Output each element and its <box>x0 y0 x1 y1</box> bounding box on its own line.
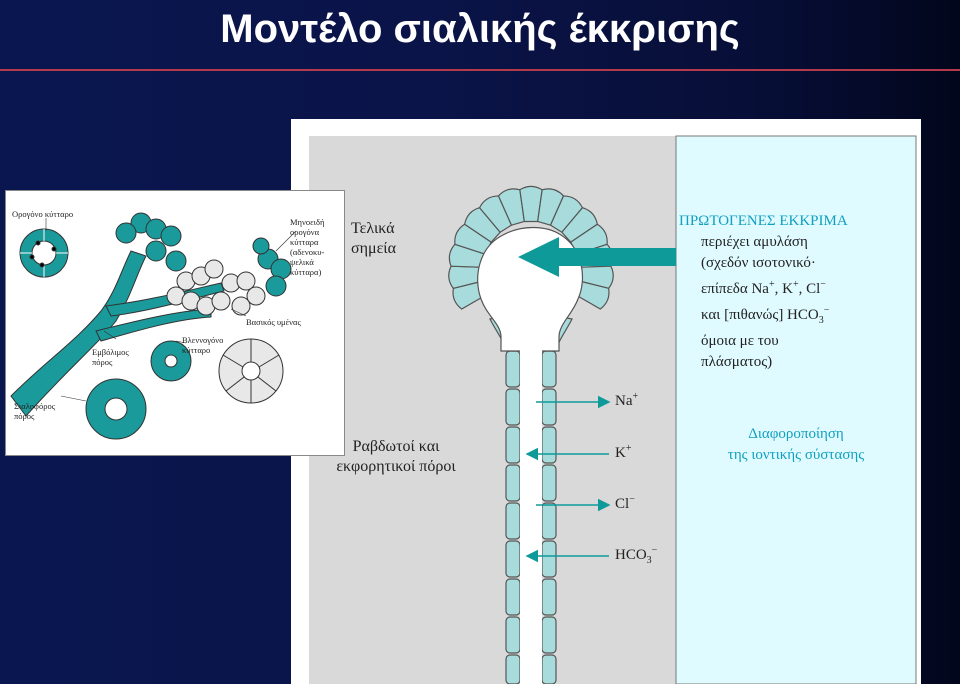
duct-wall-cell-right <box>542 579 556 615</box>
duct-wall-cell-left <box>506 389 520 425</box>
label-basement-membrane: Βασικός υμένας <box>246 317 301 327</box>
duct-wall-cell-left <box>506 351 520 387</box>
duct-wall-cell-left <box>506 655 520 684</box>
primary-secretion-line1: περιέχει αμυλάση <box>679 232 919 253</box>
salivary-gland-histology-inset: Ορογόνο κύτταρο Μηνοειδή ορογόνα κύτταρα… <box>5 190 345 456</box>
duct-wall-cell-left <box>506 465 520 501</box>
duct-wall-cell-right <box>542 351 556 387</box>
differentiation-line1: Διαφοροποίηση <box>676 424 916 445</box>
primary-secretion-line6: πλάσματος) <box>679 352 919 373</box>
label-endpoints-line1: Τελικά <box>351 219 396 239</box>
label-striated-duct: Σιαλοφόρος πόρος <box>14 401 55 421</box>
duct-wall-cell-right <box>542 427 556 463</box>
primary-secretion-line4: και [πιθανώς] HCO3− <box>679 300 919 331</box>
secretion-model-diagram: Τελικά σημεία Ραβδωτοί και εκφορητικοί π… <box>291 119 921 684</box>
duct-wall-cell-right <box>542 389 556 425</box>
duct-wall-cell-right <box>542 503 556 539</box>
acinus-duct-illustration <box>291 119 921 684</box>
label-demilune: Μηνοειδή ορογόνα κύτταρα (αδενοκυ- ψελικ… <box>290 217 324 277</box>
primary-secretion-line3: επίπεδα Na+, K+, Cl− <box>679 274 919 300</box>
differentiation-line2: της ιοντικής σύστασης <box>676 445 916 466</box>
duct-wall-cell-right <box>542 617 556 653</box>
duct-wall-cell-right <box>542 541 556 577</box>
label-mucous-cell: Βλεννογόνο κύτταρο <box>182 335 223 355</box>
duct-wall-cell-right <box>542 465 556 501</box>
primary-secretion-heading: ΠΡΩΤΟΓΕΝΕΣ ΕΚΚΡΙΜΑ <box>679 211 919 232</box>
striated-duct-section <box>86 379 146 439</box>
differentiation-label: Διαφοροποίηση της ιοντικής σύστασης <box>676 424 916 466</box>
primary-secretion-text: ΠΡΩΤΟΓΕΝΕΣ ΕΚΚΡΙΜΑ περιέχει αμυλάση (σχε… <box>679 211 919 373</box>
duct-wall-cell-left <box>506 579 520 615</box>
primary-secretion-line2: (σχεδόν ισοτονικό· <box>679 253 919 274</box>
ion-label: HCO3− <box>615 545 657 566</box>
duct-wall-cell-left <box>506 503 520 539</box>
label-ducts-line2: εκφορητικοί πόροι <box>321 457 471 477</box>
primary-secretion-line5: όμοια με του <box>679 331 919 352</box>
title-divider <box>0 69 960 71</box>
label-intercalated-duct: Εμβόλιμος πόρος <box>92 347 129 367</box>
serous-acinus <box>20 229 68 277</box>
label-endpoints-line2: σημεία <box>351 239 396 259</box>
duct-lumen <box>520 337 542 684</box>
label-serous-cell: Ορογόνο κύτταρο <box>12 209 73 219</box>
mucous-acinus-section <box>219 339 283 403</box>
label-endpoints: Τελικά σημεία <box>351 219 396 259</box>
ion-label: Na+ <box>615 391 638 410</box>
ion-label: Cl− <box>615 494 635 513</box>
ion-label: K+ <box>615 443 631 462</box>
duct-wall-cell-left <box>506 541 520 577</box>
duct-wall-cell-left <box>506 427 520 463</box>
slide-title: Μοντέλο σιαλικής έκκρισης <box>0 0 960 62</box>
duct-wall-cell-right <box>542 655 556 684</box>
duct-wall-cell-left <box>506 617 520 653</box>
